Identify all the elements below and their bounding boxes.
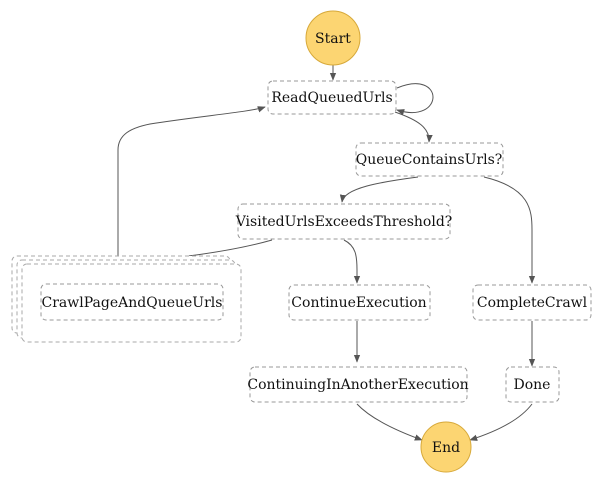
end-label: End <box>432 440 460 456</box>
state-queue-contains-urls[interactable]: QueueContainsUrls? <box>355 142 504 177</box>
continue-execution-label: ContinueExecution <box>291 295 426 311</box>
done-label: Done <box>514 377 551 393</box>
state-done[interactable]: Done <box>505 366 560 403</box>
edges <box>117 65 536 441</box>
crawl-page-and-queue-urls-label: CrawlPageAndQueueUrls <box>42 295 223 311</box>
edge-readqueuedurls-self-loop <box>396 83 434 116</box>
state-crawl-page-and-queue-urls[interactable]: CrawlPageAndQueueUrls <box>11 255 242 343</box>
read-queued-urls-label: ReadQueuedUrls <box>271 90 392 106</box>
edge-queuecontainsurls-to-visited <box>339 176 419 203</box>
edge-done-to-end <box>469 403 533 441</box>
start-label: Start <box>315 31 351 47</box>
edge-visited-to-continueexecution <box>343 239 361 284</box>
edge-continuing-to-end <box>356 403 423 441</box>
start-node: Start <box>305 10 361 66</box>
edge-queuecontainsurls-to-completecrawl <box>483 176 536 284</box>
edge-readqueuedurls-to-queuecontainsurls <box>394 111 433 143</box>
end-node: End <box>420 421 472 473</box>
state-visited-urls-exceeds-threshold[interactable]: VisitedUrlsExceedsThreshold? <box>235 203 453 240</box>
state-complete-crawl[interactable]: CompleteCrawl <box>472 284 592 321</box>
state-continue-execution[interactable]: ContinueExecution <box>288 284 431 321</box>
queue-contains-urls-label: QueueContainsUrls? <box>356 152 503 168</box>
continuing-in-another-execution-label: ContinuingInAnotherExecution <box>247 377 468 393</box>
complete-crawl-label: CompleteCrawl <box>477 295 588 311</box>
state-continuing-in-another-execution[interactable]: ContinuingInAnotherExecution <box>247 366 469 403</box>
state-read-queued-urls[interactable]: ReadQueuedUrls <box>267 80 397 115</box>
visited-urls-exceeds-threshold-label: VisitedUrlsExceedsThreshold? <box>235 214 453 230</box>
edge-crawlpage-to-readqueuedurls <box>117 106 266 264</box>
